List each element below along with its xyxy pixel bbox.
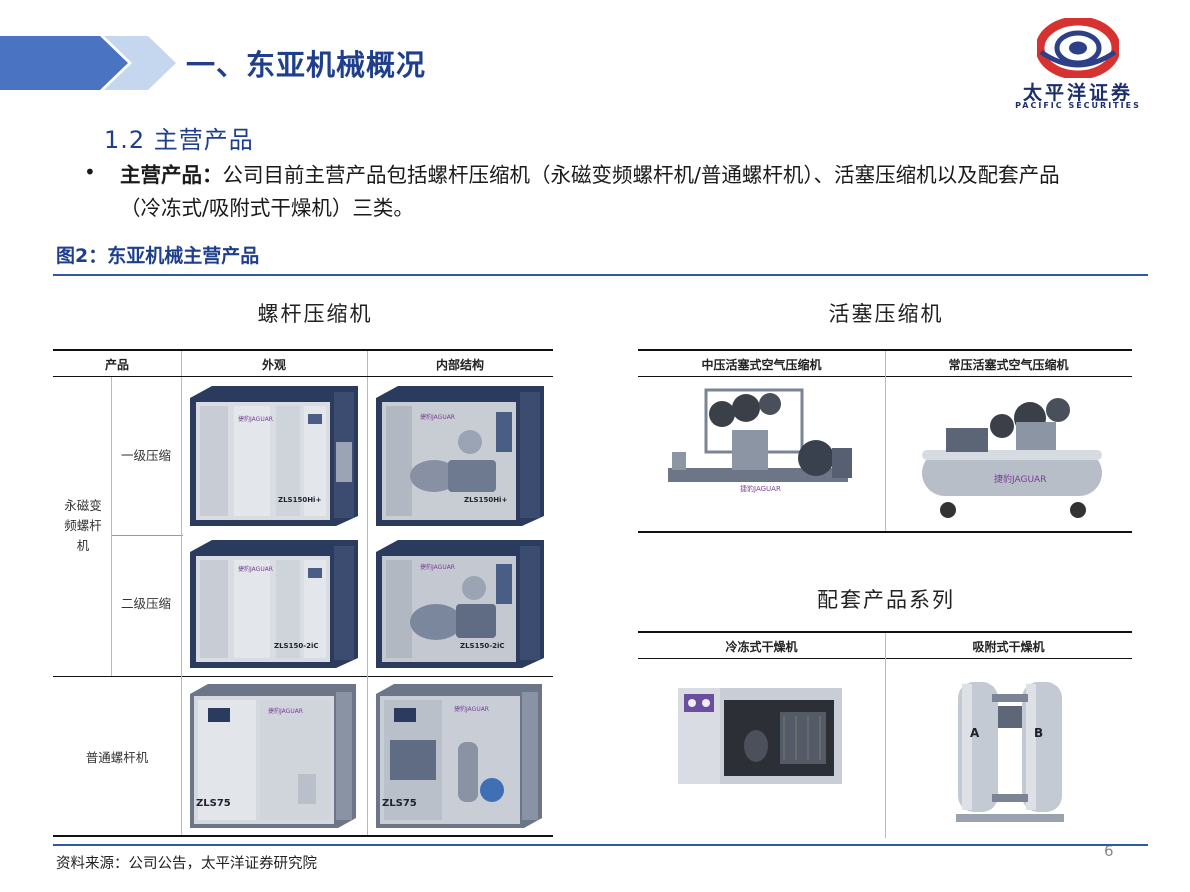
cabinet-brand: 捷豹JAGUAR [454,706,489,713]
screw-row-label: 普通螺杆机 [85,750,149,765]
piston-header-normal: 常压活塞式空气压缩机 [948,358,1069,372]
source-note: 资料来源：公司公告，太平洋证券研究院 [56,856,317,872]
cabinet-image-inner: 捷豹JAGUAR ZLS150-2iC [372,538,548,670]
cabinet-image-outer: 捷豹JAGUAR ZLS75 [186,682,362,830]
accessory-header-refrigerated: 冷冻式干燥机 [725,640,798,654]
screw-table-header-rule [53,376,553,377]
screw-table-vline [367,351,368,376]
cabinet-model: ZLS75 [196,798,231,809]
page-title: 一、东亚机械概况 [186,48,427,82]
accessory-table-vline [885,633,886,838]
screw-row-label: 一级压缩 [120,448,171,463]
accessory-table-top-rule [638,631,1132,633]
footer-rule [53,844,1148,846]
logo-english-name: PACIFIC SECURITIES [1015,101,1141,110]
screw-table-bottom-rule [53,835,553,837]
cabinet-image-inner: 捷豹JAGUAR ZLS150Hi+ [372,384,548,528]
section-title: 1.2 主营产品 [104,126,254,154]
cabinet-image-inner: 捷豹JAGUAR ZLS75 [372,682,548,830]
piston-header-medium: 中压活塞式空气压缩机 [701,358,822,372]
company-logo: 太平洋证券 PACIFIC SECURITIES [995,16,1160,110]
refrigerated-dryer-image [676,686,844,786]
screw-table-vline [181,351,182,376]
screw-table-vline [111,377,112,676]
cabinet-brand: 捷豹JAGUAR [420,564,455,571]
cabinet-brand: 捷豹JAGUAR [238,416,273,423]
cabinet-model: ZLS150-2iC [460,642,505,650]
screw-header-appearance: 外观 [261,358,286,372]
accessory-header-adsorption: 吸附式干燥机 [972,640,1045,654]
screw-panel-title: 螺杆压缩机 [257,302,373,326]
logo-emblem-icon [1035,16,1121,80]
bullet-label: 主营产品： [120,163,223,187]
cabinet-model: ZLS75 [382,798,417,809]
cabinet-brand: 捷豹JAGUAR [268,708,303,715]
figure-top-rule [53,274,1148,276]
accessory-panel-title: 配套产品系列 [817,588,955,612]
screw-group-label: 永磁变 频螺杆 机 [64,498,102,553]
tower-b-label: B [1034,726,1044,740]
piston-tank-compressor-image: 捷豹JAGUAR [912,382,1112,522]
cabinet-brand: 捷豹JAGUAR [420,414,455,421]
header-arrows [0,36,190,90]
piston-brand: 捷豹JAGUAR [994,475,1047,485]
screw-header-structure: 内部结构 [435,358,484,372]
screw-table-vline [181,377,182,835]
cabinet-image-outer: 捷豹JAGUAR ZLS150Hi+ [186,384,362,528]
cabinet-brand: 捷豹JAGUAR [238,566,273,573]
piston-table-top-rule [638,349,1132,351]
cabinet-model: ZLS150Hi+ [464,496,508,504]
piston-table-vline [885,351,886,531]
piston-compressor-image: 捷豹JAGUAR [660,382,860,506]
adsorption-dryer-image: A B [952,662,1068,834]
screw-table-vline [367,377,368,835]
page-number: 6 [1104,842,1114,860]
bullet-marker: • [84,160,96,184]
cabinet-model: ZLS150Hi+ [278,496,322,504]
cabinet-image-outer: 捷豹JAGUAR ZLS150-2iC [186,538,362,670]
screw-table-mid-rule [53,676,553,677]
bullet-paragraph: 主营产品：公司目前主营产品包括螺杆压缩机（永磁变频螺杆机/普通螺杆机）、活塞压缩… [120,159,1100,225]
piston-table-bottom-rule [638,531,1132,533]
screw-header-product: 产品 [104,358,129,372]
figure-caption: 图2：东亚机械主营产品 [56,245,260,267]
cabinet-model: ZLS150-2iC [274,642,319,650]
bullet-text: 公司目前主营产品包括螺杆压缩机（永磁变频螺杆机/普通螺杆机）、活塞压缩机以及配套… [120,163,1060,220]
tower-a-label: A [970,726,980,740]
screw-table-top-rule [53,349,553,351]
screw-table-row-divider [111,535,183,536]
piston-panel-title: 活塞压缩机 [828,302,944,326]
logo-chinese-name: 太平洋证券 [1022,82,1133,104]
piston-brand: 捷豹JAGUAR [740,485,781,493]
screw-row-label: 二级压缩 [120,596,171,611]
